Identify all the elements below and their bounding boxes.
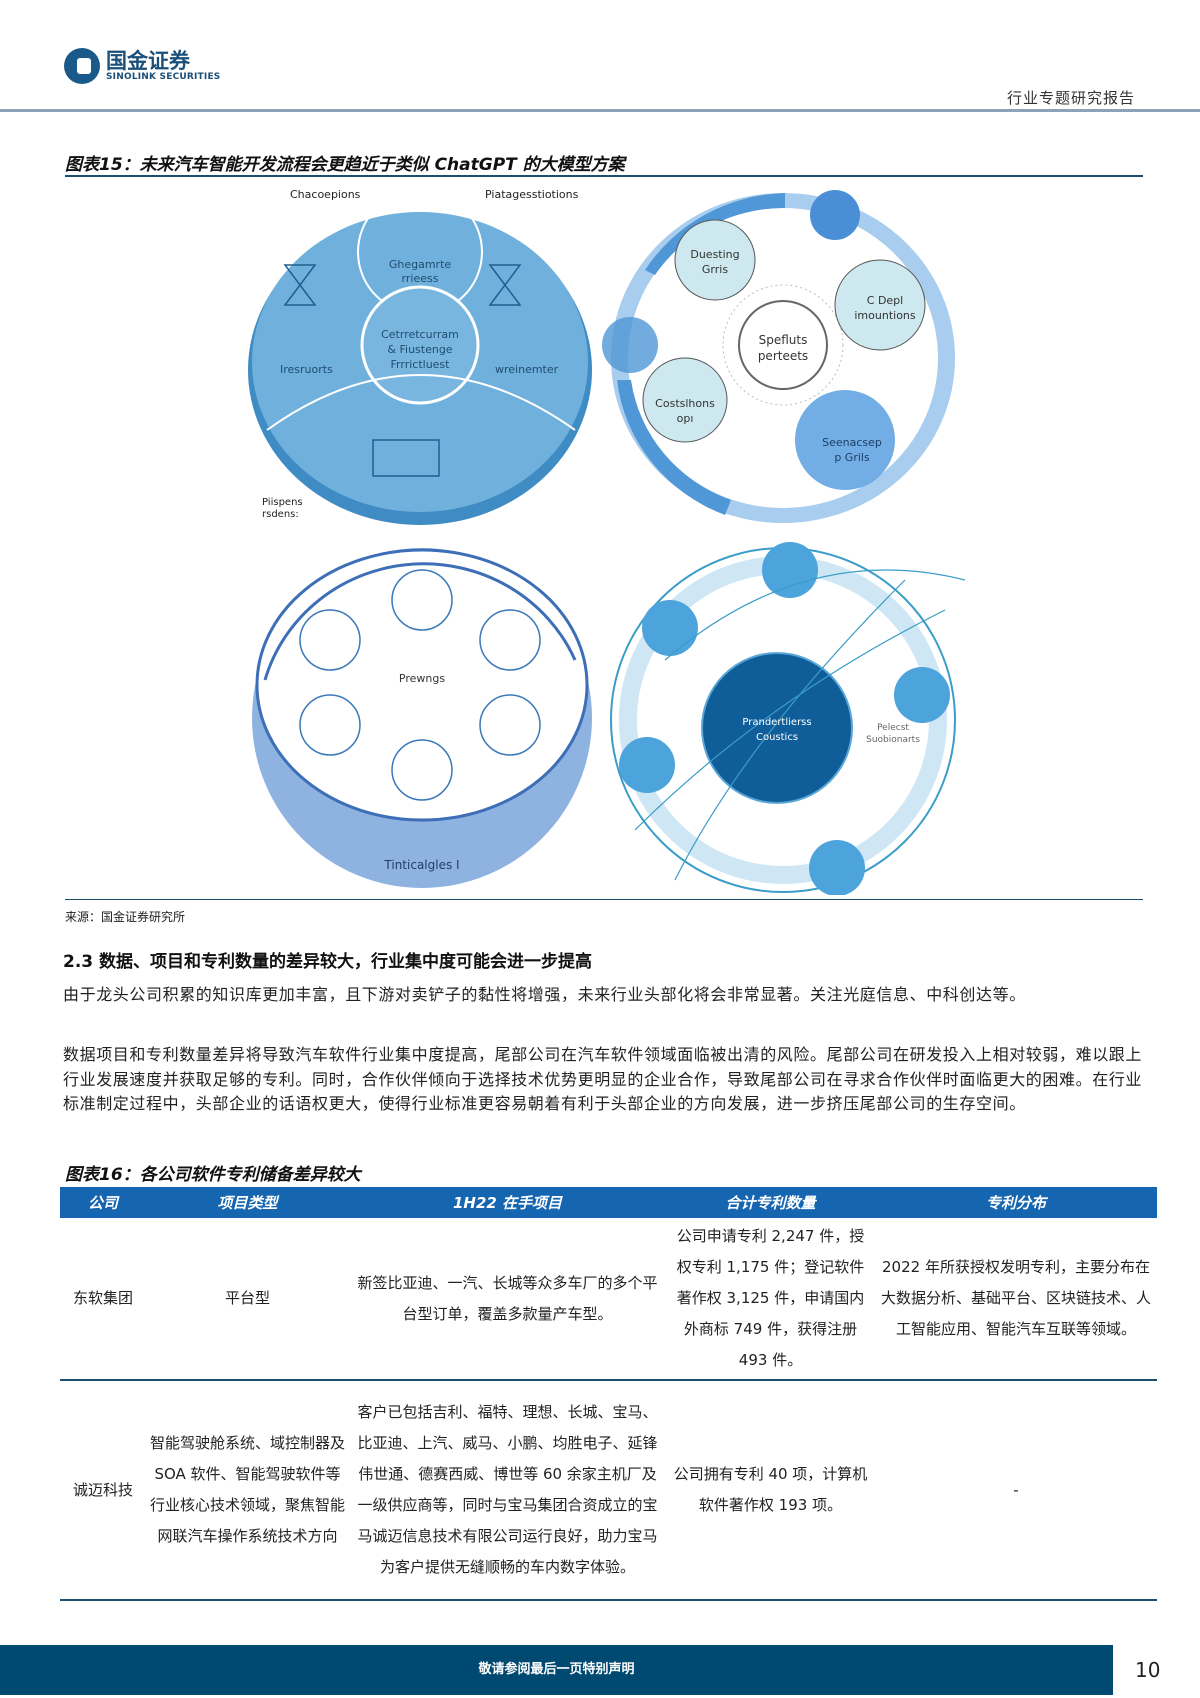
panel1-label: rsdens: xyxy=(262,509,299,520)
cell-company: 诚迈科技 xyxy=(60,1380,146,1601)
panel3-label: Prewngs xyxy=(399,672,445,685)
panel3-label: Tinticalgles I xyxy=(383,858,459,872)
paragraph-1: 由于龙头公司积累的知识库更加丰富，且下游对卖铲子的黏性将增强，未来行业头部化将会… xyxy=(63,985,1026,1004)
cell-patent-distribution: 2022 年所获授权发明专利，主要分布在大数据分析、基础平台、区块链技术、人工智… xyxy=(875,1218,1157,1381)
panel4-label: Suobionarts xyxy=(866,735,920,745)
panel-4-diagram: Prandertlierss Coustics Pelecst Suobiona… xyxy=(610,542,965,895)
logo-text-en: SINOLINK SECURITIES xyxy=(106,72,221,82)
panel2-label: Duesting xyxy=(690,248,739,261)
panel2-label: imountions xyxy=(854,309,916,322)
column-header: 公司 xyxy=(60,1187,146,1218)
figure16-title: 图表16：各公司软件专利储备差异较大 xyxy=(65,1165,361,1185)
panel4-label: Coustics xyxy=(756,732,798,743)
panel-2-diagram: Duesting Grris C Depl imountions Speflut… xyxy=(602,190,955,523)
column-header: 合计专利数量 xyxy=(666,1187,875,1218)
panel1-label: Piispens xyxy=(262,497,303,508)
logo: 国金证券 SINOLINK SECURITIES xyxy=(64,48,220,84)
section-heading: 2.3 数据、项目和专利数量的差异较大，行业集中度可能会进一步提高 xyxy=(63,952,593,972)
cell-patent-distribution: - xyxy=(875,1380,1157,1601)
panel1-label: rrieess xyxy=(402,272,439,285)
table-header-row: 公司 项目类型 1H22 在手项目 合计专利数量 专利分布 xyxy=(60,1187,1157,1218)
logo-mark-icon xyxy=(64,48,100,84)
page-number: 10 xyxy=(1135,1658,1161,1682)
table-row: 诚迈科技 智能驾驶舱系统、域控制器及 SOA 软件、智能驾驶软件等行业核心技术领… xyxy=(60,1380,1157,1601)
table-row: 东软集团 平台型 新签比亚迪、一汽、长城等众多车厂的多个平台型订单，覆盖多款量产… xyxy=(60,1218,1157,1381)
patent-table: 公司 项目类型 1H22 在手项目 合计专利数量 专利分布 东软集团 平台型 新… xyxy=(60,1187,1157,1601)
panel2-label: Seenacsep xyxy=(822,436,882,449)
paragraph-2: 数据项目和专利数量差异将导致汽车软件行业集中度提高，尾部公司在汽车软件领域面临被… xyxy=(63,1045,1143,1113)
panel1-label: Iresruorts xyxy=(280,363,333,376)
cell-patent-count: 公司拥有专利 40 项，计算机软件著作权 193 项。 xyxy=(666,1380,875,1601)
figure15-bottom-divider xyxy=(65,899,1143,900)
panel1-label: Cetrretcurram xyxy=(381,328,459,341)
column-header: 1H22 在手项目 xyxy=(349,1187,666,1218)
figure15-title: 图表15：未来汽车智能开发流程会更趋近于类似 ChatGPT 的大模型方案 xyxy=(65,155,625,175)
panel2-label: C Depl xyxy=(867,294,903,307)
panel1-label: & Fiustenge xyxy=(387,343,452,356)
panel2-label: p Grils xyxy=(834,451,870,464)
column-header: 专利分布 xyxy=(875,1187,1157,1218)
panel2-label: perteets xyxy=(758,349,808,363)
figure15-divider xyxy=(65,175,1143,177)
panel2-label: Grris xyxy=(702,263,728,276)
column-header: 项目类型 xyxy=(146,1187,349,1218)
panel-1-diagram: Chacoepions Piatagesstiotions Ghegamrte … xyxy=(248,188,592,525)
panel-3-diagram: Prewngs Tinticalgles I xyxy=(252,548,592,888)
figure15-illustration: Chacoepions Piatagesstiotions Ghegamrte … xyxy=(248,188,965,895)
panel2-label: opı xyxy=(677,412,694,425)
document-type: 行业专题研究报告 xyxy=(1006,89,1135,107)
panel4-label: Prandertlierss xyxy=(742,717,811,728)
cell-type: 平台型 xyxy=(146,1218,349,1381)
cell-type: 智能驾驶舱系统、域控制器及 SOA 软件、智能驾驶软件等行业核心技术领域，聚焦智… xyxy=(146,1380,349,1601)
cell-patent-count: 公司申请专利 2,247 件，授权专利 1,175 件；登记软件著作权 3,12… xyxy=(666,1218,875,1381)
panel2-label: Spefluts xyxy=(759,333,808,347)
cell-projects: 新签比亚迪、一汽、长城等众多车厂的多个平台型订单，覆盖多款量产车型。 xyxy=(349,1218,666,1381)
figure15-source: 来源：国金证券研究所 xyxy=(65,910,186,924)
panel4-label: Pelecst xyxy=(877,723,909,733)
panel1-label: Piatagesstiotions xyxy=(485,188,579,201)
panel1-label: wreinemter xyxy=(495,363,559,376)
panel1-label: Ghegamrte xyxy=(389,258,452,271)
panel1-label: Frrrictluest xyxy=(391,358,451,371)
logo-text-cn: 国金证券 xyxy=(106,49,190,73)
panel2-label: Costslhons xyxy=(655,397,715,410)
cell-company: 东软集团 xyxy=(60,1218,146,1381)
cell-projects: 客户已包括吉利、福特、理想、长城、宝马、比亚迪、上汽、威马、小鹏、均胜电子、延锋… xyxy=(349,1380,666,1601)
panel1-label: Chacoepions xyxy=(290,188,361,201)
footer-disclaimer: 敬请参阅最后一页特别声明 xyxy=(0,1645,1113,1695)
header-divider xyxy=(0,109,1200,112)
